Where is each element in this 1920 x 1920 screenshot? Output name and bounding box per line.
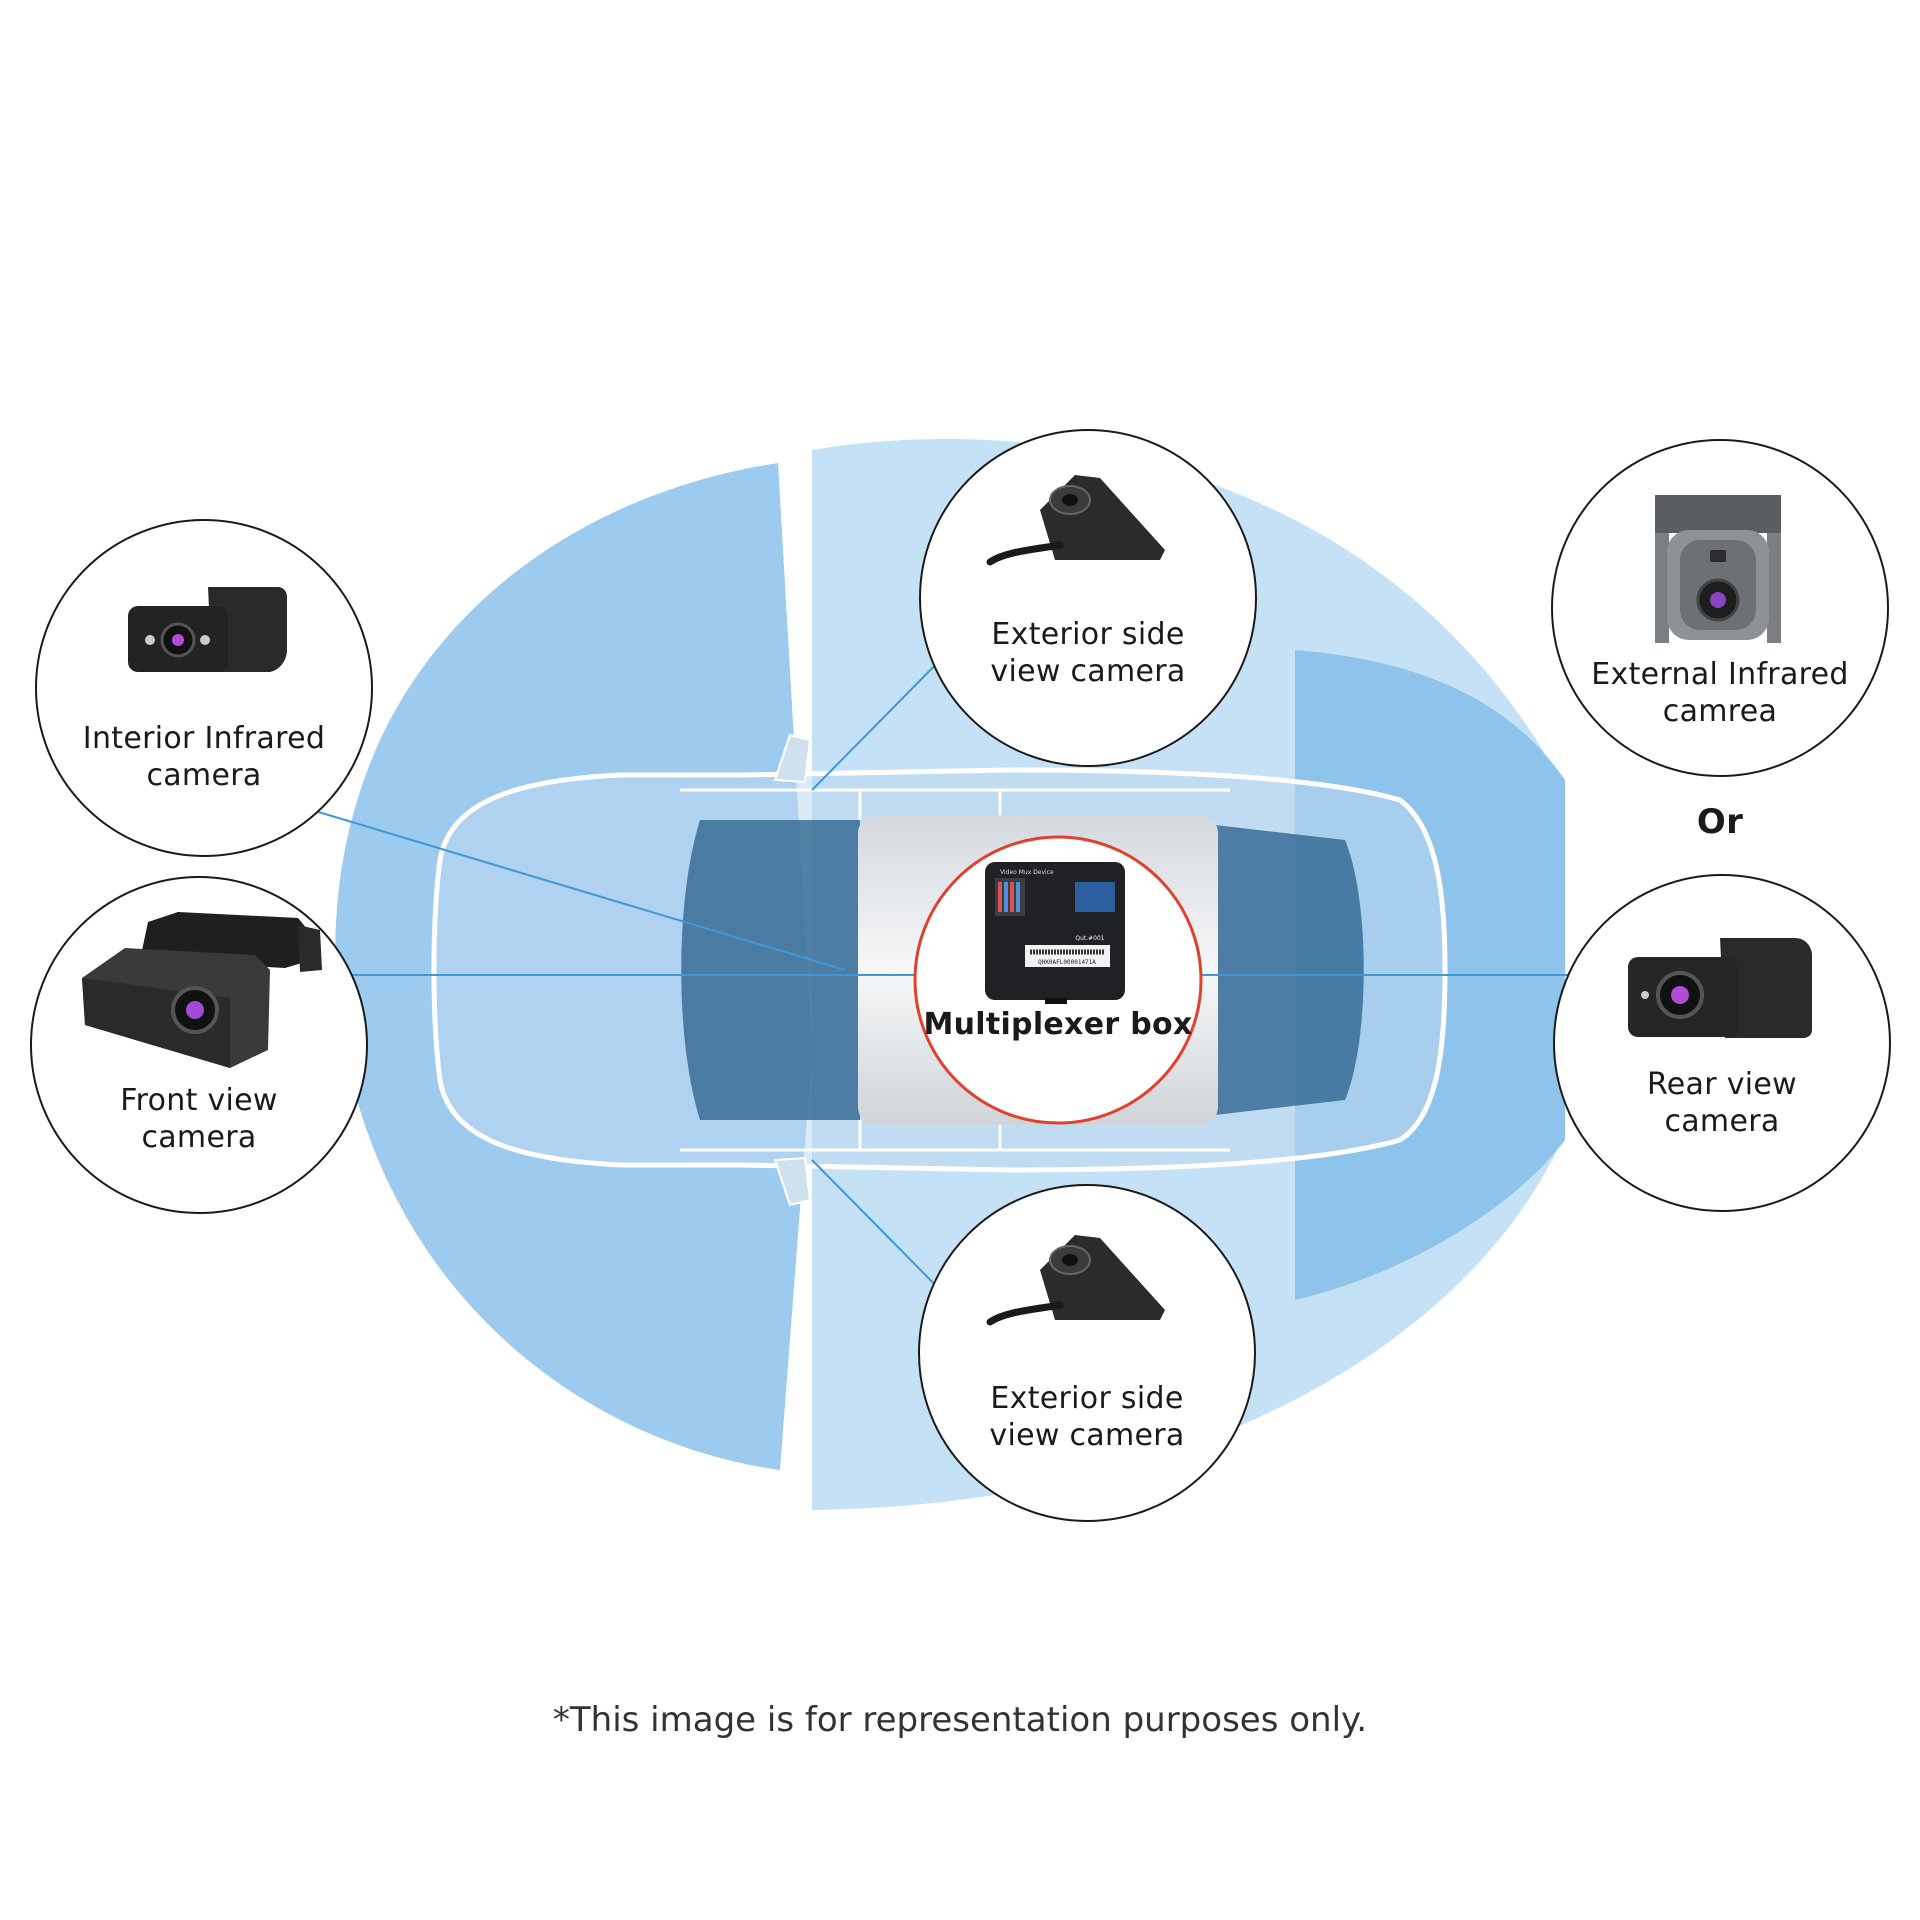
multiplexer-box-circle: QHK0AFL00001471A Qut.#001 Video Mux Devi… <box>915 837 1201 1123</box>
exterior-side-bottom-camera-label: Exterior side view camera <box>937 1380 1237 1454</box>
exterior-side-bottom-camera-circle <box>919 1185 1255 1521</box>
exterior-side-top-camera-label: Exterior side view camera <box>938 616 1238 690</box>
front-view-camera-label: Front view camera <box>49 1082 349 1156</box>
external-infrared-camera-icon <box>1655 495 1781 643</box>
external-infrared-camera-label: External Infrared camrea <box>1570 656 1870 730</box>
front-view-camera-circle <box>31 877 367 1213</box>
multiplexer-box-label: Multiplexer box <box>908 1006 1208 1043</box>
interior-infrared-camera-circle <box>36 520 372 856</box>
rear-view-camera-label: Rear view camera <box>1572 1066 1872 1140</box>
multiplexer-qty: Qut.#001 <box>1075 935 1104 942</box>
rear-view-camera-circle <box>1554 875 1890 1211</box>
exterior-side-top-camera-circle <box>920 430 1256 766</box>
multiplexer-device-header: Video Mux Device <box>1000 869 1054 876</box>
multiplexer-serial: QHK0AFL00001471A <box>1038 959 1096 966</box>
interior-infrared-camera-label: Interior Infrared camera <box>54 720 354 794</box>
or-separator: Or <box>1620 804 1820 841</box>
disclaimer-footnote: *This image is for representation purpos… <box>0 1700 1920 1740</box>
multiplexer-device-icon: QHK0AFL00001471A Qut.#001 Video Mux Devi… <box>985 862 1125 1004</box>
